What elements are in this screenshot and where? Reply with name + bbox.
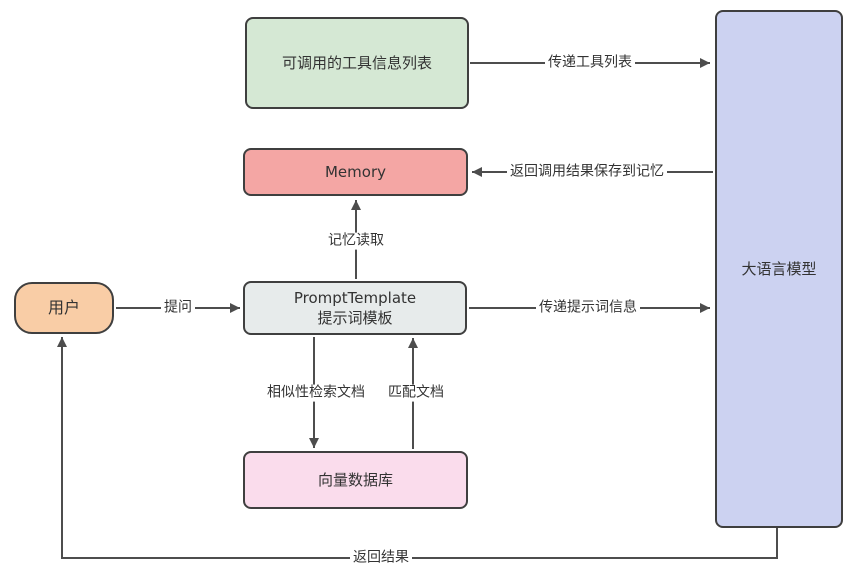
edge-label-similarity-search-docs: 相似性检索文档 [264, 384, 368, 402]
node-prompt-template-label-line2: 提示词模板 [317, 309, 393, 327]
node-large-language-model-label: 大语言模型 [741, 259, 817, 278]
node-callable-tools-label: 可调用的工具信息列表 [281, 53, 432, 72]
node-prompt-template: PromptTemplate 提示词模板 [243, 281, 467, 335]
connector-llm-to-user [57, 337, 778, 559]
node-user: 用户 [14, 282, 114, 334]
edge-label-return-result: 返回结果 [350, 549, 412, 567]
edge-label-save-result-to-memory: 返回调用结果保存到记忆 [507, 163, 667, 181]
node-user-label: 用户 [47, 298, 80, 318]
node-large-language-model: 大语言模型 [715, 10, 843, 528]
edge-label-matched-docs: 匹配文档 [385, 384, 447, 402]
edge-label-ask-question: 提问 [161, 299, 195, 317]
node-vector-database: 向量数据库 [243, 451, 468, 509]
edge-label-pass-prompt-info: 传递提示词信息 [536, 299, 640, 317]
edge-label-pass-tool-list: 传递工具列表 [545, 54, 635, 72]
node-callable-tools: 可调用的工具信息列表 [245, 17, 469, 109]
edge-label-memory-read: 记忆读取 [325, 232, 387, 250]
node-memory: Memory [243, 148, 468, 196]
node-memory-label: Memory [324, 162, 386, 181]
node-prompt-template-label-line1: PromptTemplate [293, 288, 417, 307]
node-vector-database-label: 向量数据库 [317, 470, 393, 489]
